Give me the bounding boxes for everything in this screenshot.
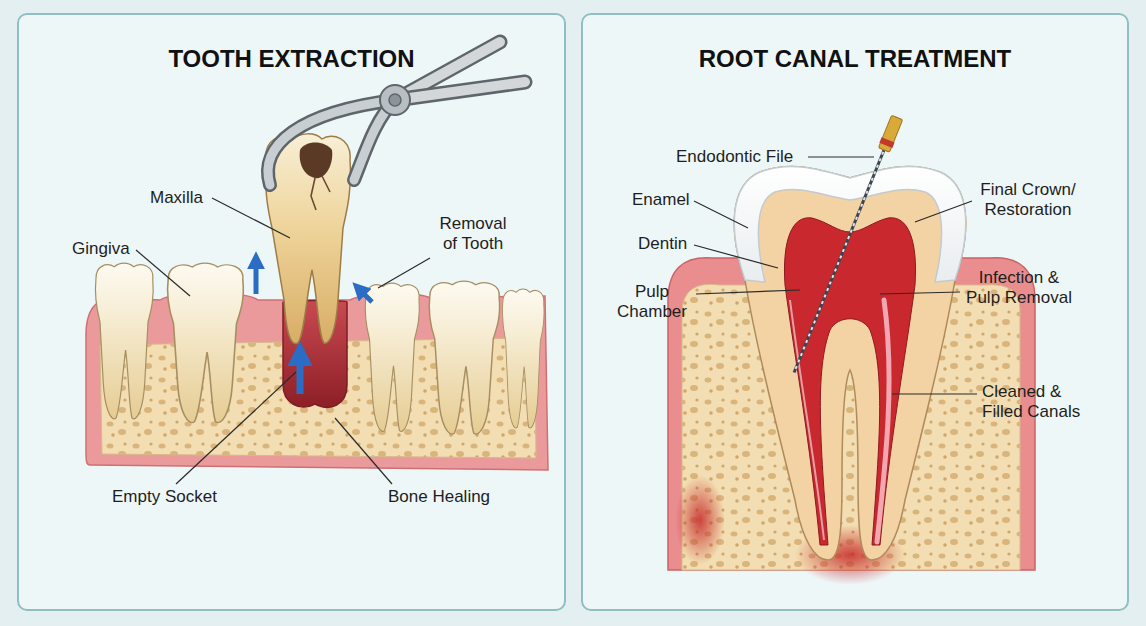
lift-arrows xyxy=(256,262,372,394)
part-label: Dentin xyxy=(638,234,687,254)
treated-tooth xyxy=(734,166,965,560)
part-label: Empty Socket xyxy=(112,487,217,507)
endodontic-file xyxy=(788,115,904,375)
part-label: Pulp Chamber xyxy=(612,282,692,322)
part-label: Infection & Pulp Removal xyxy=(962,268,1076,308)
leader-lines xyxy=(694,157,977,394)
panel-title: TOOTH EXTRACTION xyxy=(19,45,564,73)
part-label: Final Crown/ Restoration xyxy=(976,180,1080,220)
part-label: Bone Healing xyxy=(388,487,490,507)
panel-title: ROOT CANAL TREATMENT xyxy=(583,45,1127,73)
part-label: Gingiva xyxy=(72,239,130,259)
part-label: Cleaned & Filled Canals xyxy=(982,382,1090,422)
part-label: Maxilla xyxy=(150,188,203,208)
part-label: Enamel xyxy=(632,190,690,210)
part-label: Removal of Tooth xyxy=(432,214,514,254)
part-label: Endodontic File xyxy=(676,147,793,167)
panel-grounds xyxy=(17,13,1129,611)
leader-lines xyxy=(136,198,430,484)
panel-box: TOOTH EXTRACTION xyxy=(17,13,566,611)
extracted-tooth xyxy=(265,134,350,344)
